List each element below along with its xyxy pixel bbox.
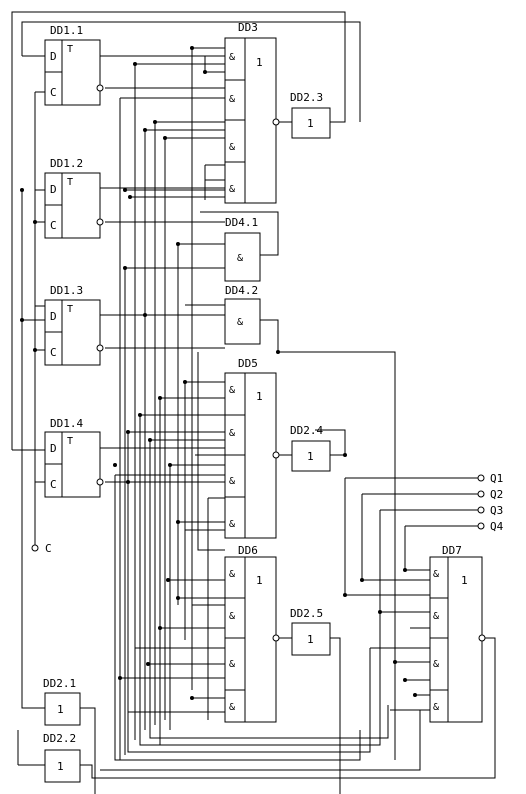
fn-label: 1	[256, 56, 263, 69]
ref-label: DD5	[238, 357, 258, 370]
ref-label: DD6	[238, 544, 258, 557]
and-label: &	[229, 702, 235, 713]
and-label: &	[229, 659, 235, 670]
ref-label: DD2.5	[290, 607, 323, 620]
t-label: T	[67, 177, 73, 188]
q4-label: Q4	[490, 520, 504, 533]
c-pin-label: C	[50, 346, 57, 359]
inverted-output	[96, 84, 104, 92]
output-terminals: Q1 Q2 Q3 Q4	[477, 472, 504, 533]
fn-label: 1	[256, 390, 263, 403]
or-block-dd7: DD7 1 & & & &	[429, 544, 486, 723]
fn-label: 1	[57, 760, 64, 773]
and-label: &	[433, 659, 439, 670]
fn-label: 1	[307, 117, 314, 130]
wires	[11, 11, 496, 794]
fn-label: 1	[57, 703, 64, 716]
ref-label: DD7	[442, 544, 462, 557]
and-label: &	[433, 611, 439, 622]
inverter-dd2-1: DD2.1 1	[43, 677, 81, 726]
d-pin-label: D	[50, 310, 57, 323]
and-label: &	[229, 519, 235, 530]
inverter-dd2-5: DD2.5 1	[290, 607, 331, 656]
flipflop-dd1-4: DD1.4 D C T	[44, 417, 104, 498]
d-pin-label: D	[50, 50, 57, 63]
d-pin-label: D	[50, 183, 57, 196]
t-label: T	[67, 436, 73, 447]
and-label: &	[229, 476, 235, 487]
t-label: T	[67, 44, 73, 55]
and-gate-dd4-1: DD4.1 &	[224, 216, 261, 282]
inverter-dd2-4: DD2.4 1	[290, 424, 331, 472]
and-label: &	[433, 569, 439, 580]
fn-label: 1	[307, 450, 314, 463]
d-pin-label: D	[50, 442, 57, 455]
ref-label: DD2.1	[43, 677, 76, 690]
ref-label: DD4.2	[225, 284, 258, 297]
and-label: &	[229, 142, 235, 153]
ref-label: DD1.1	[50, 24, 83, 37]
and-label: &	[229, 385, 235, 396]
c-pin-label: C	[50, 86, 57, 99]
clock-terminal: C	[31, 542, 52, 555]
fn-label: 1	[256, 574, 263, 587]
q1-label: Q1	[490, 472, 503, 485]
ref-label: DD2.4	[290, 424, 323, 437]
fn-label: 1	[461, 574, 468, 587]
inverted-output	[96, 478, 104, 486]
and-label: &	[229, 94, 235, 105]
fn-label: &	[237, 253, 243, 264]
or-block-dd6: DD6 1 & & & &	[224, 544, 280, 723]
or-block-dd5: DD5 1 & & & &	[224, 357, 280, 539]
q3-label: Q3	[490, 504, 503, 517]
and-label: &	[229, 184, 235, 195]
flipflop-dd1-3: DD1.3 D C T	[44, 284, 104, 366]
ref-label: DD2.2	[43, 732, 76, 745]
and-label: &	[229, 52, 235, 63]
or-block-dd3: DD3 1 & & & &	[224, 21, 280, 204]
inverter-dd2-2: DD2.2 1	[43, 732, 81, 783]
t-label: T	[67, 304, 73, 315]
flipflop-dd1-1: DD1.1 D C T	[44, 24, 104, 106]
inverted-output	[96, 218, 104, 226]
ref-label: DD2.3	[290, 91, 323, 104]
and-gate-dd4-2: DD4.2 &	[224, 284, 261, 345]
ref-label: DD3	[238, 21, 258, 34]
junction-dots	[20, 46, 417, 700]
ref-label: DD1.2	[50, 157, 83, 170]
clock-label: C	[45, 542, 52, 555]
and-label: &	[433, 702, 439, 713]
fn-label: &	[237, 317, 243, 328]
c-pin-label: C	[50, 478, 57, 491]
ref-label: DD4.1	[225, 216, 258, 229]
fn-label: 1	[307, 633, 314, 646]
and-label: &	[229, 611, 235, 622]
and-label: &	[229, 569, 235, 580]
inverted-output	[96, 344, 104, 352]
ref-label: DD1.4	[50, 417, 83, 430]
ref-label: DD1.3	[50, 284, 83, 297]
flipflop-dd1-2: DD1.2 D C T	[44, 157, 104, 239]
and-label: &	[229, 428, 235, 439]
q2-label: Q2	[490, 488, 503, 501]
c-pin-label: C	[50, 219, 57, 232]
inverter-dd2-3: DD2.3 1	[290, 91, 331, 139]
